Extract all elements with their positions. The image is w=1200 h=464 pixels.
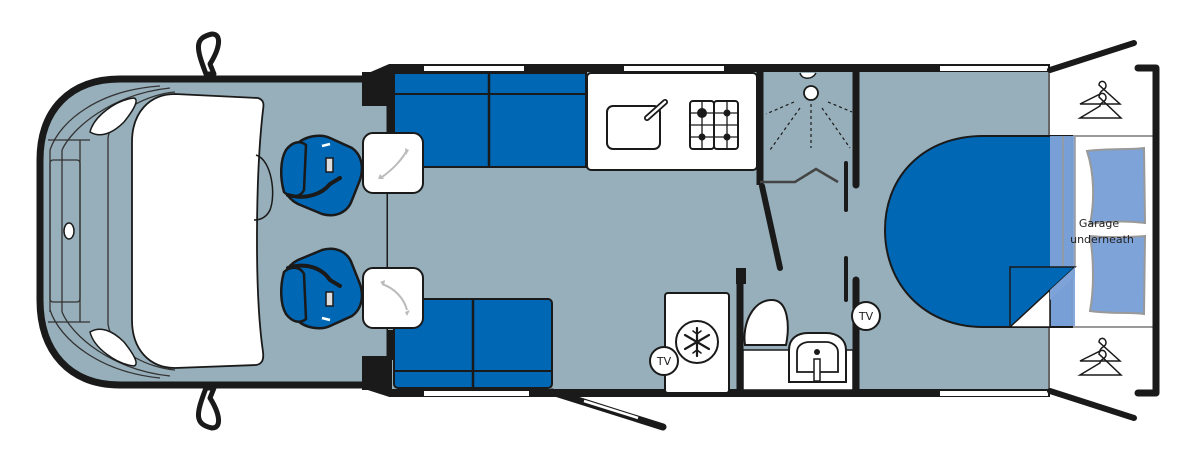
- passenger-seat: [280, 247, 364, 330]
- window: [624, 66, 724, 71]
- snowflake-icon: [683, 326, 711, 358]
- hob-icon: [689, 100, 739, 150]
- window: [424, 391, 529, 396]
- shower-head-icon: [803, 85, 819, 101]
- toilet-icon: [743, 298, 789, 346]
- svg-text:TV: TV: [858, 310, 874, 323]
- hanger-icon: [1077, 337, 1123, 376]
- fridge: TV: [649, 292, 730, 394]
- window: [940, 66, 1048, 71]
- swivel-arrow-icon: [381, 283, 408, 311]
- swivel-table-top: [362, 132, 424, 194]
- swivel-table-bottom: [362, 267, 424, 329]
- washroom-door: [759, 183, 783, 271]
- window: [940, 391, 1048, 396]
- sofa-bottom: [393, 298, 553, 389]
- garage-door-bottom: [1047, 388, 1137, 421]
- entry-door: [548, 388, 667, 431]
- swivel-arrow-icon: [381, 149, 408, 178]
- hanger-icon: [1077, 80, 1123, 119]
- garage-label-line1: Garage: [1079, 217, 1120, 230]
- driver-seat: [280, 134, 364, 217]
- headlight-icon: [89, 328, 137, 367]
- mirror-top-icon: [196, 31, 221, 77]
- rear-section: Garage underneath: [883, 40, 1160, 421]
- svg-text:TV: TV: [656, 355, 672, 368]
- window: [424, 66, 524, 71]
- garage-label-line2: underneath: [1070, 233, 1134, 246]
- shower: [756, 66, 860, 212]
- washroom: [736, 256, 860, 397]
- kitchen-counter: [586, 72, 758, 171]
- mirror-bottom-icon: [196, 385, 221, 431]
- windscreen: [131, 93, 265, 369]
- headlight-icon: [89, 97, 137, 136]
- badge-icon: [63, 222, 75, 240]
- tv-point-kitchen: TV: [649, 346, 679, 376]
- garage-door-top: [1047, 40, 1137, 73]
- cab: [36, 31, 394, 431]
- pillow-icon: [1088, 234, 1147, 316]
- shower-door: [760, 167, 839, 184]
- pillow-icon: [1085, 146, 1147, 226]
- tv-point-bedroom: TV: [851, 301, 881, 331]
- sofa-top: [393, 72, 587, 168]
